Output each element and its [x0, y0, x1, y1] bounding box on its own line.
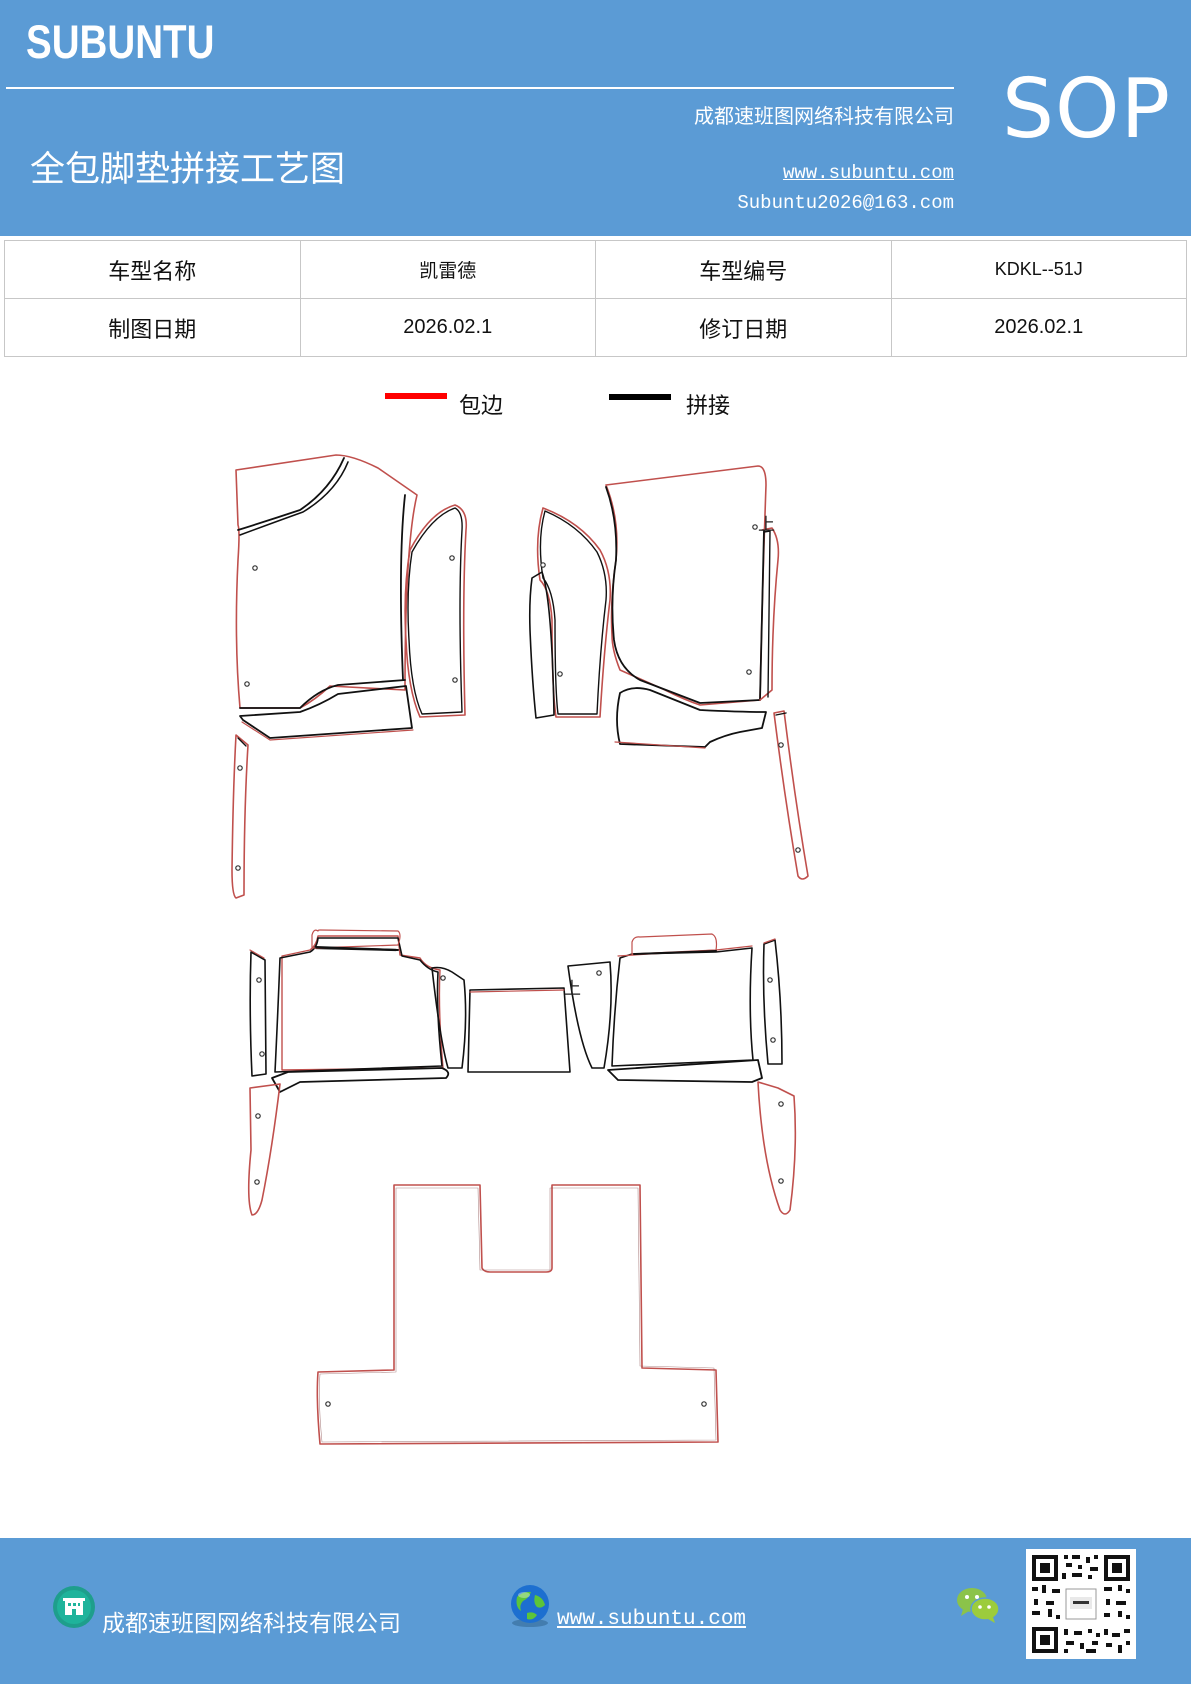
model-code-value: KDKL--51J: [890, 240, 1187, 299]
model-name-value: 凯雷德: [299, 240, 596, 299]
wechat-icon: [957, 1588, 1000, 1623]
mat-piece-front-right-pillar: [759, 527, 780, 701]
header-email: Subuntu2026@163.com: [737, 192, 954, 214]
mat-piece-front-left-strip: [231, 734, 249, 899]
table-row: 制图日期 2026.02.1 修订日期 2026.02.1: [4, 298, 1187, 357]
mat-piece-second-right-strip: [762, 938, 783, 1065]
header-banner: SUBUNTU 成都速班图网络科技有限公司 全包脚垫拼接工艺图 www.subu…: [0, 0, 1191, 236]
globe-icon: [511, 1585, 549, 1627]
header-company-name: 成都速班图网络科技有限公司: [694, 104, 954, 128]
mat-piece-front-right-strip: [773, 710, 809, 880]
mat-piece-second-right-sill: [607, 1059, 763, 1083]
mat-piece-front-right-sill: [614, 687, 767, 749]
mat-piece-second-right-tunnel: [567, 961, 612, 1069]
revise-date-value: 2026.02.1: [890, 298, 1187, 357]
mat-piece-middle-console: [467, 987, 571, 1073]
model-code-label: 车型编号: [595, 240, 892, 299]
mat-piece-front-right-side: [528, 507, 612, 719]
mat-piece-second-right-outer: [757, 1081, 797, 1215]
mat-piece-second-left-tunnel: [431, 966, 467, 1069]
legend-seam-label: 拼接: [686, 394, 731, 419]
mat-piece-front-left-sill: [239, 685, 414, 741]
model-name-label: 车型名称: [4, 240, 301, 299]
legend-edge-swatch: [385, 393, 447, 399]
table-row: 车型名称 凯雷德 车型编号 KDKL--51J: [4, 240, 1187, 299]
qr-code: [1026, 1549, 1136, 1659]
legend-edge-label: 包边: [459, 394, 504, 419]
mounting-holes: [235, 524, 801, 1407]
mat-piece-second-left-strip: [249, 949, 267, 1077]
mat-piece-second-left-top: [311, 929, 401, 951]
mat-piece-rear-t-shape: [316, 1184, 719, 1445]
building-icon: [53, 1586, 95, 1628]
footer-website-link[interactable]: www.subuntu.com: [557, 1608, 747, 1631]
sop-badge: SOP: [1002, 62, 1172, 157]
mat-piece-front-left-main: [235, 454, 418, 709]
mat-piece-second-right-top: [631, 933, 718, 955]
mat-piece-front-left-side: [404, 504, 468, 718]
draw-date-value: 2026.02.1: [299, 298, 596, 357]
model-info-table: 车型名称 凯雷德 车型编号 KDKL--51J 制图日期 2026.02.1 修…: [4, 240, 1187, 357]
header-divider: [6, 87, 954, 89]
orientation-marker: 上: [564, 979, 581, 999]
legend-seam-swatch: [609, 394, 671, 400]
mat-piece-second-left-main: [274, 935, 444, 1073]
footer-company-name: 成都速班图网络科技有限公司: [102, 1611, 401, 1637]
mat-piece-second-right-main: [611, 945, 754, 1067]
revise-date-label: 修订日期: [595, 298, 892, 357]
brand-logo: SUBUNTU: [26, 15, 215, 68]
page-title: 全包脚垫拼接工艺图: [30, 150, 346, 190]
mat-piece-second-left-sill: [271, 1067, 450, 1093]
header-website-link[interactable]: www.subuntu.com: [782, 162, 954, 184]
mat-piece-front-right-main: [605, 465, 767, 706]
orientation-marker: 上: [758, 515, 775, 535]
draw-date-label: 制图日期: [4, 298, 301, 357]
mat-piece-second-left-outer: [247, 1083, 281, 1216]
